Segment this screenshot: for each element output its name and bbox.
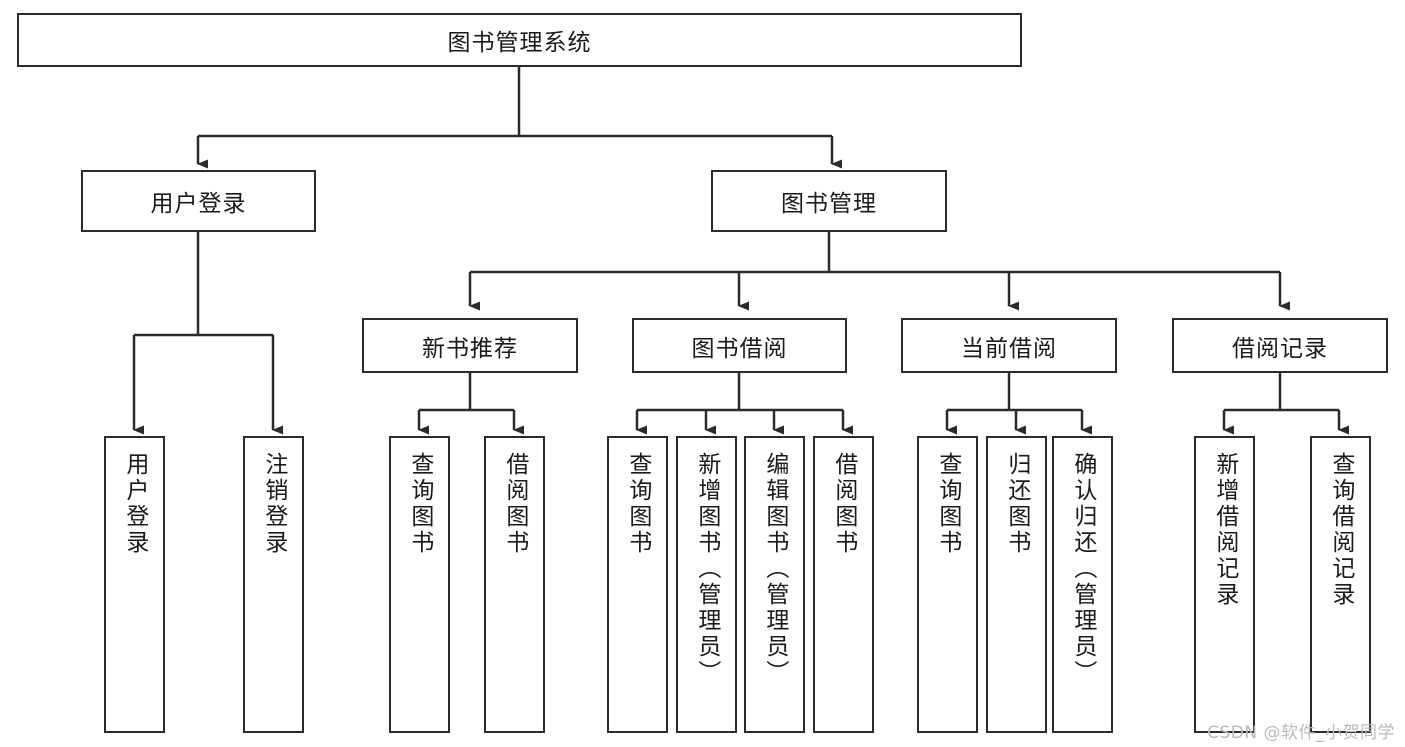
node-book-manage-label: 图书管理 xyxy=(781,191,877,217)
leaf-newbook-borrow-book-label: 借阅图书 xyxy=(501,452,528,556)
watermark: CSDN @软件_小贺同学 xyxy=(1207,723,1395,743)
node-borrow-record[interactable]: 借阅记录 xyxy=(1172,318,1388,373)
leaf-currentborrow-query-book[interactable]: 查询图书 xyxy=(917,436,978,733)
node-root-label: 图书管理系统 xyxy=(447,30,592,56)
leaf-borrowrecord-query-record[interactable]: 查询借阅记录 xyxy=(1310,436,1371,733)
leaf-bookborrow-borrow-book-label: 借阅图书 xyxy=(830,452,857,556)
leaf-bookborrow-add-book-label: 新增图书（管理员） xyxy=(693,452,720,686)
leaf-bookborrow-borrow-book[interactable]: 借阅图书 xyxy=(813,436,874,733)
leaf-user-login[interactable]: 用户登录 xyxy=(104,436,165,733)
node-current-borrow-label: 当前借阅 xyxy=(961,335,1057,362)
leaf-bookborrow-query-book-label: 查询图书 xyxy=(624,452,651,556)
leaf-newbook-query-book-label: 查询图书 xyxy=(406,452,433,556)
leaf-borrowrecord-add-record-label: 新增借阅记录 xyxy=(1211,452,1238,608)
leaf-borrowrecord-add-record[interactable]: 新增借阅记录 xyxy=(1194,436,1255,733)
leaf-bookborrow-edit-book[interactable]: 编辑图书（管理员） xyxy=(744,436,805,733)
node-current-borrow[interactable]: 当前借阅 xyxy=(901,318,1117,373)
node-borrow-record-label: 借阅记录 xyxy=(1232,335,1328,362)
leaf-logout[interactable]: 注销登录 xyxy=(243,436,304,733)
node-book-manage[interactable]: 图书管理 xyxy=(711,170,947,232)
node-new-book-recommend-label: 新书推荐 xyxy=(422,335,518,362)
node-new-book-recommend[interactable]: 新书推荐 xyxy=(362,318,578,373)
leaf-bookborrow-query-book[interactable]: 查询图书 xyxy=(607,436,668,733)
leaf-currentborrow-return-book[interactable]: 归还图书 xyxy=(986,436,1047,733)
leaf-logout-label: 注销登录 xyxy=(260,452,287,556)
leaf-newbook-borrow-book[interactable]: 借阅图书 xyxy=(484,436,545,733)
leaf-currentborrow-query-book-label: 查询图书 xyxy=(934,452,961,556)
node-user-login[interactable]: 用户登录 xyxy=(81,170,316,232)
leaf-currentborrow-confirm-return-label: 确认归还（管理员） xyxy=(1069,452,1096,686)
leaf-user-login-label: 用户登录 xyxy=(121,452,148,556)
node-book-borrow-label: 图书借阅 xyxy=(691,335,788,362)
leaf-bookborrow-edit-book-label: 编辑图书（管理员） xyxy=(761,452,788,686)
leaf-newbook-query-book[interactable]: 查询图书 xyxy=(389,436,450,733)
node-root[interactable]: 图书管理系统 xyxy=(17,13,1022,67)
leaf-bookborrow-add-book[interactable]: 新增图书（管理员） xyxy=(676,436,737,733)
leaf-currentborrow-confirm-return[interactable]: 确认归还（管理员） xyxy=(1052,436,1113,733)
node-book-borrow[interactable]: 图书借阅 xyxy=(632,318,847,373)
node-user-login-label: 用户登录 xyxy=(150,191,247,217)
leaf-currentborrow-return-book-label: 归还图书 xyxy=(1003,452,1030,556)
leaf-borrowrecord-query-record-label: 查询借阅记录 xyxy=(1327,452,1354,608)
